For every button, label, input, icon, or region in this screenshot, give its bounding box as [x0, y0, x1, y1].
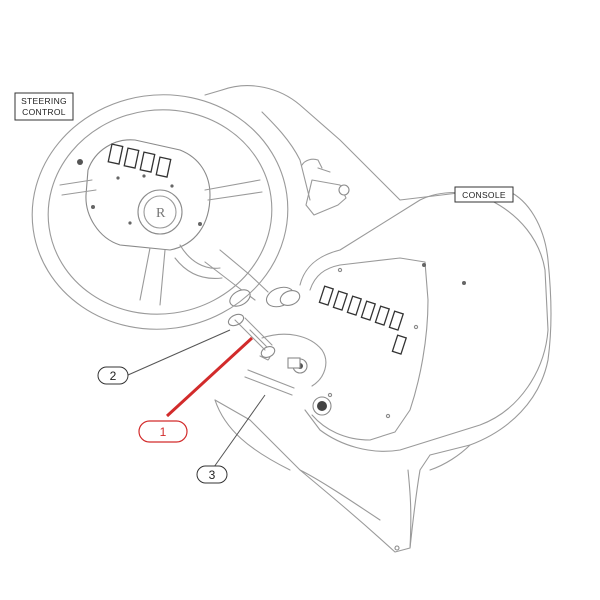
callout-2-number: 2	[110, 369, 117, 383]
steering-control-label-line2: CONTROL	[22, 107, 66, 117]
callout-3: 3	[196, 465, 228, 484]
dash-body-outline	[204, 85, 552, 553]
leader-1-highlight	[165, 336, 254, 418]
wheel-switch-slots	[107, 143, 172, 178]
steering-wheel: R	[31, 94, 289, 330]
leader-3	[213, 394, 266, 468]
callout-1-number: 1	[160, 425, 167, 439]
callout-2: 2	[97, 366, 129, 385]
steering-control-label: STEERING CONTROL	[14, 92, 74, 121]
console-label: CONSOLE	[454, 186, 514, 203]
upper-bracket	[301, 158, 350, 216]
console-switch-slots	[318, 285, 408, 355]
svg-text:R: R	[156, 206, 166, 221]
callout-3-number: 3	[209, 468, 216, 482]
steering-control-label-line1: STEERING	[21, 96, 67, 106]
steering-column	[204, 249, 327, 396]
callout-leaders	[127, 329, 266, 468]
leader-2	[127, 329, 231, 376]
console-label-text: CONSOLE	[462, 190, 506, 200]
callout-1: 1	[138, 420, 188, 443]
console-panel	[299, 192, 549, 452]
